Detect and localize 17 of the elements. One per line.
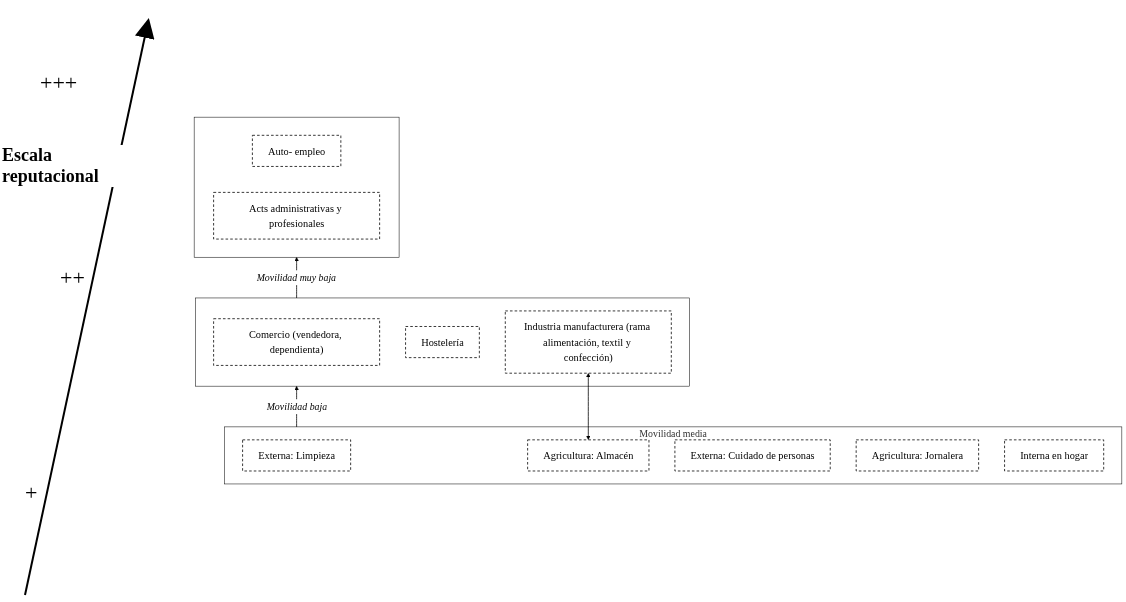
plus-marks: +++ bbox=[40, 70, 78, 96]
node-box: Industria manufacturera (rama alimentación, textil y confección) bbox=[504, 311, 672, 374]
node-box: Interna en hogar bbox=[1004, 439, 1105, 472]
cluster bbox=[193, 117, 400, 258]
node-box: Comercio (vendedora, dependienta) bbox=[213, 318, 380, 367]
edge-label: Movilidad muy baja bbox=[256, 272, 337, 284]
plus-marks: ++ bbox=[60, 265, 85, 291]
plus-marks: + bbox=[25, 480, 38, 506]
node-box: Hostelería bbox=[405, 326, 480, 359]
node-box: Auto- empleo bbox=[252, 135, 342, 168]
node-box: Externa: Cuidado de personas bbox=[674, 439, 831, 472]
node-box: Acts administrativas y profesionales bbox=[213, 192, 380, 240]
node-box: Externa: Limpieza bbox=[242, 439, 352, 472]
edge-label: Movilidad baja bbox=[266, 401, 328, 413]
cluster bbox=[195, 298, 690, 387]
node-box: Agricultura: Almacén bbox=[527, 439, 650, 472]
node-box: Agricultura: Jornalera bbox=[855, 439, 979, 472]
